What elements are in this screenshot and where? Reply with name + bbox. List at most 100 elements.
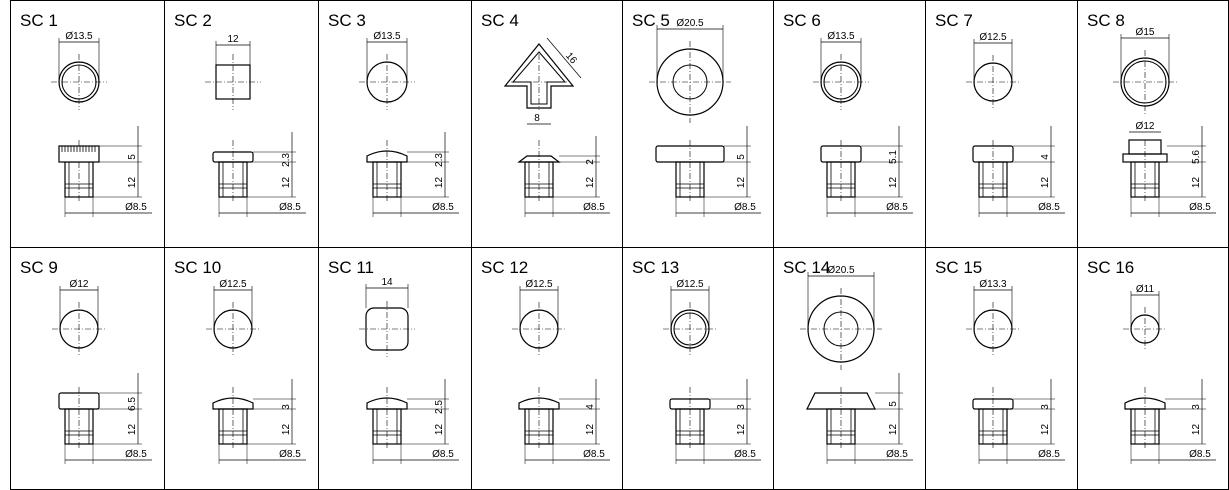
shank-dimension: 12 [127, 177, 138, 189]
cell-label: SC 11 [328, 258, 374, 277]
base-dimension: Ø8.5 [125, 202, 147, 213]
top-dimension: Ø12.5 [676, 279, 704, 290]
head-cap [972, 145, 1014, 163]
shank-dimension: 12 [1191, 177, 1202, 189]
head-dimension: 5 [127, 154, 138, 160]
head-dimension: 3 [281, 404, 292, 410]
head-dimension: 4 [1040, 154, 1051, 160]
cell-label: SC 10 [174, 258, 221, 277]
base-dimension: Ø8.5 [432, 202, 454, 213]
shank-dimension: 12 [434, 177, 445, 189]
shank-dimension: 12 [434, 424, 445, 436]
head-cap [655, 145, 725, 163]
cell-label: SC 1 [20, 11, 58, 30]
top-view: Ø20.5 [649, 18, 731, 123]
head-dome [1124, 397, 1166, 410]
head-cap [669, 398, 711, 410]
head-dome [366, 397, 408, 410]
top-dimension: Ø12.5 [979, 32, 1007, 43]
base-dimension: Ø8.5 [583, 202, 605, 213]
cell-label: SC 14 [783, 258, 830, 277]
top-dimension: Ø15 [1136, 27, 1155, 38]
head-dimension: 2 [585, 159, 596, 165]
top-view: Ø12.5 [663, 279, 717, 356]
head-dimension: 5.6 [1191, 150, 1202, 164]
dimension-line [546, 37, 582, 79]
base-dimension: Ø8.5 [1038, 449, 1060, 460]
head-dimension: 4 [585, 404, 596, 410]
shank-dimension: 12 [1040, 177, 1051, 189]
top-dimension: Ø13.5 [373, 31, 401, 42]
shank-dimension: 12 [281, 177, 292, 189]
head-step [1128, 139, 1162, 155]
head-dimension: 5 [888, 401, 899, 407]
head-chamfered [806, 392, 876, 410]
cell-label: SC 13 [632, 258, 679, 277]
head-cap [58, 392, 100, 410]
head-cap [820, 145, 862, 163]
head-dimension: 3 [736, 404, 747, 410]
shank-dimension: 12 [281, 424, 292, 436]
cell-label: SC 2 [174, 11, 212, 30]
sheet-frame [10, 0, 1229, 490]
top-view: Ø13.5 [813, 31, 869, 110]
base-dimension: Ø8.5 [734, 449, 756, 460]
cell-label: SC 3 [328, 11, 366, 30]
top-dimension: Ø13.3 [979, 279, 1007, 290]
extra-dimension: Ø12 [1136, 121, 1155, 132]
cell-label: SC 12 [481, 258, 528, 277]
cell-label: SC 4 [481, 11, 519, 30]
base-dimension: Ø8.5 [734, 202, 756, 213]
base-dimension: Ø8.5 [1189, 202, 1211, 213]
head-dome [212, 397, 254, 410]
top-view: Ø20.5 [800, 265, 882, 370]
base-dimension: Ø8.5 [432, 449, 454, 460]
base-dimension: Ø8.5 [1189, 449, 1211, 460]
cell-label: SC 5 [632, 11, 670, 30]
base-dimension: Ø8.5 [886, 202, 908, 213]
base-dimension: Ø8.5 [583, 449, 605, 460]
base-dimension: Ø8.5 [1038, 202, 1060, 213]
top-dimension: Ø12.5 [219, 279, 247, 290]
top-view: 12 [205, 34, 261, 110]
head-dimension: 3 [1191, 404, 1202, 410]
shank-dimension: 12 [736, 177, 747, 189]
cell-label: SC 7 [935, 11, 973, 30]
base-dimension: Ø8.5 [886, 449, 908, 460]
base-dimension: Ø8.5 [279, 449, 301, 460]
shank-dimension: 12 [585, 177, 596, 189]
head-dimension: 6.5 [127, 397, 138, 411]
shank-dimension: 12 [585, 424, 596, 436]
head-dimension: 2.3 [281, 153, 292, 167]
top-view: Ø12 [52, 279, 106, 356]
top-dimension: Ø20.5 [827, 265, 855, 276]
shank-dimension: 12 [736, 424, 747, 436]
head-dimension: 3 [1040, 404, 1051, 410]
top-view: Ø12.5 [206, 279, 260, 356]
